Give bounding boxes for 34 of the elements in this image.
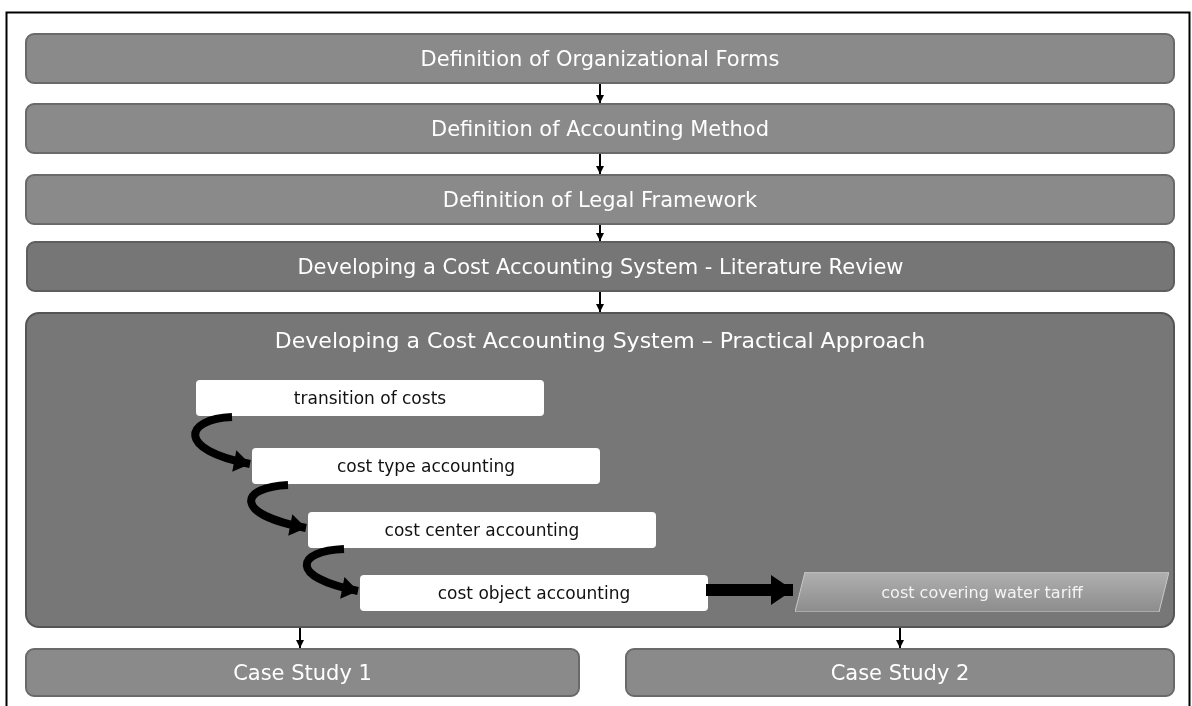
step-box [308, 512, 656, 548]
step-box [360, 575, 708, 611]
arrow [596, 291, 604, 313]
node-label: Developing a Cost Accounting System - Literature Review [297, 254, 904, 279]
process-box [25, 103, 1175, 154]
process-box [25, 33, 1175, 84]
node-label: Case Study 2 [830, 660, 970, 685]
node-label: Developing a Cost Accounting System – Practical Approach [274, 328, 926, 353]
group-panel [25, 312, 1175, 628]
node-label: cost center accounting [384, 520, 580, 540]
arrow [596, 224, 604, 242]
node-label: cost type accounting [336, 456, 516, 476]
process-box [25, 648, 580, 697]
node-label: Definition of Legal Framework [442, 187, 758, 212]
arrow [596, 83, 604, 104]
node-label: Case Study 1 [233, 660, 372, 685]
result-parallelogram [795, 572, 1169, 612]
node-label: Definition of Organizational Forms [420, 46, 780, 71]
arrow [706, 575, 793, 605]
process-box [26, 241, 1175, 292]
process-box [625, 648, 1175, 697]
arrow [296, 627, 304, 649]
node-label: Definition of Accounting Method [431, 116, 769, 141]
arrow [596, 153, 604, 175]
step-box [196, 380, 544, 416]
step-box [252, 448, 600, 484]
arrow [896, 627, 904, 649]
curved-arrow [247, 481, 307, 536]
curved-arrow [191, 413, 251, 472]
node-label: cost covering water tariff [881, 582, 1083, 602]
node-label: transition of costs [293, 388, 447, 408]
process-box [25, 174, 1175, 225]
node-label: cost object accounting [437, 583, 631, 603]
curved-arrow [302, 545, 359, 599]
